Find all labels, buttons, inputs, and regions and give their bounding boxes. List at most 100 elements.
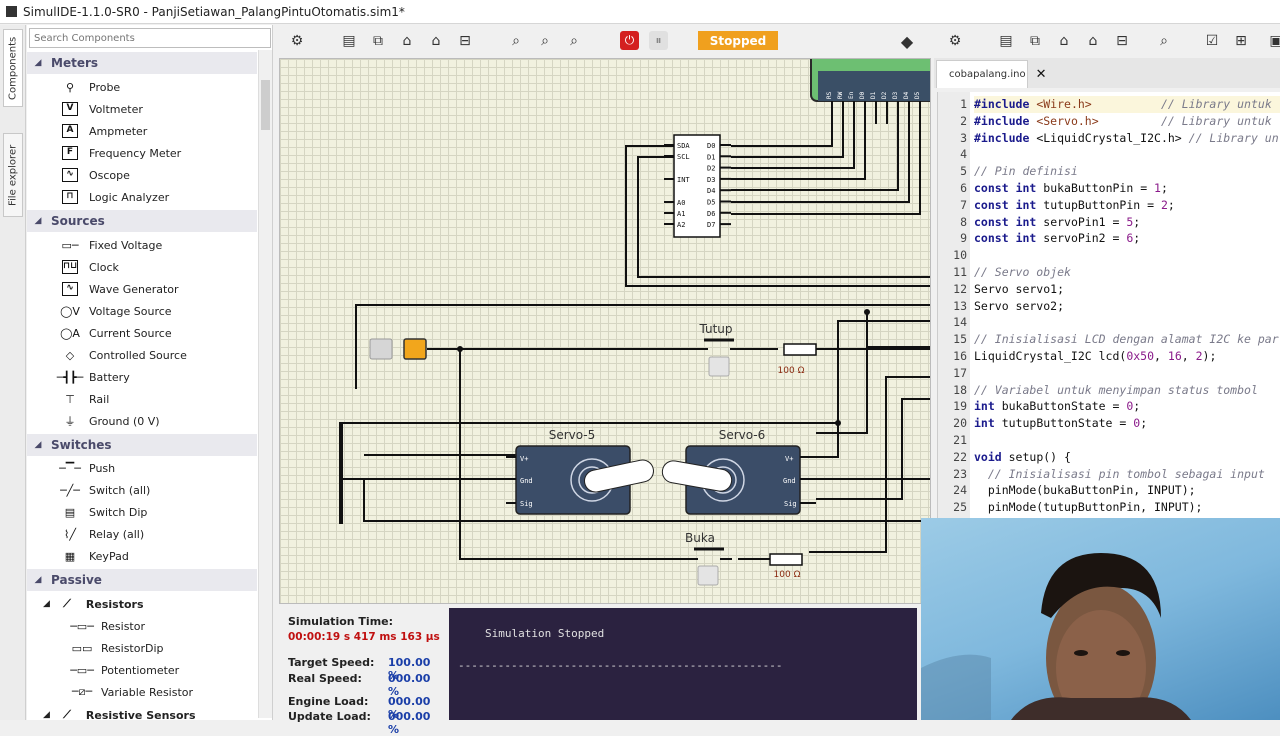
code-line[interactable]: int bukaButtonState = 0;: [974, 399, 1141, 414]
subgroup-resistive-sensors[interactable]: ◢⟋Resistive Sensors: [43, 708, 196, 722]
scrollbar-thumb[interactable]: [261, 80, 270, 130]
editor-save-icon[interactable]: ⌂: [1059, 33, 1069, 49]
line-number: 13: [953, 298, 967, 313]
code-line[interactable]: pinMode(tutupButtonPin, INPUT);: [974, 500, 1203, 515]
code-line[interactable]: LiquidCrystal_I2C lcd(0x50, 16, 2);: [974, 349, 1217, 363]
editor-upload-icon[interactable]: ⊞: [1235, 33, 1247, 49]
save-circuit-icon[interactable]: ⌂: [402, 33, 412, 49]
settings-gear-icon[interactable]: ⚙: [290, 33, 304, 49]
line-number: 4: [960, 147, 967, 162]
search-components-input[interactable]: [29, 28, 271, 48]
servo-6[interactable]: V+ Gnd Sig: [661, 445, 816, 515]
power-icon[interactable]: ⏻: [620, 31, 639, 50]
component-clock[interactable]: ⊓⊔Clock: [59, 257, 119, 277]
debug-icon[interactable]: ◆: [900, 31, 914, 51]
editor-find-icon[interactable]: ⌕: [1160, 33, 1168, 49]
component-rail[interactable]: ⊤Rail: [59, 389, 109, 409]
code-line[interactable]: // Inisialisasi LCD dengan alamat I2C ke…: [974, 332, 1279, 347]
code-line[interactable]: const int servoPin1 = 5;: [974, 214, 1141, 229]
component-ground[interactable]: ⏚Ground (0 V): [59, 411, 160, 431]
code-line[interactable]: #include <Wire.h> // Library untuk: [974, 96, 1280, 113]
code-line[interactable]: int tutupButtonState = 0;: [974, 416, 1148, 431]
rail-icon: ⊤: [65, 392, 75, 406]
code-line[interactable]: Servo servo2;: [974, 298, 1065, 313]
code-line[interactable]: void setup() {: [974, 449, 1071, 464]
editor-new-file-icon[interactable]: ▤: [999, 33, 1013, 49]
zoom-select-icon[interactable]: ⌕: [541, 33, 549, 49]
component-fixed-voltage[interactable]: ▭─Fixed Voltage: [59, 235, 162, 255]
console-separator: ----------------------------------------…: [458, 659, 783, 672]
code-line[interactable]: // Pin definisi: [974, 164, 1078, 179]
line-number: 1: [960, 97, 967, 111]
tab-file-explorer[interactable]: File explorer: [3, 133, 23, 217]
code-line[interactable]: #include <LiquidCrystal_I2C.h> // Librar…: [974, 130, 1279, 145]
collapse-arrow-icon: ◢: [34, 575, 42, 585]
code-line[interactable]: pinMode(bukaButtonPin, INPUT);: [974, 483, 1196, 498]
resistor-top[interactable]: [783, 343, 817, 356]
code-line[interactable]: const int tutupButtonPin = 2;: [974, 197, 1175, 212]
category-switches[interactable]: ◢Switches: [27, 434, 257, 456]
switch-orange[interactable]: [403, 338, 427, 360]
code-line[interactable]: #include <Servo.h> // Library untuk: [974, 113, 1272, 128]
component-switch-all[interactable]: ─╱─Switch (all): [60, 483, 151, 497]
component-push[interactable]: ─▔─Push: [59, 461, 116, 475]
category-sources[interactable]: ◢Sources: [27, 210, 257, 232]
save-as-icon[interactable]: ⌂: [431, 33, 441, 49]
subgroup-resistors[interactable]: ◢⟋Resistors: [43, 597, 144, 611]
svg-text:Sig: Sig: [784, 500, 797, 508]
component-wave-generator[interactable]: ∿Wave Generator: [59, 279, 179, 299]
component-logic-analyzer[interactable]: ⊓Logic Analyzer: [59, 187, 169, 207]
component-relay-all[interactable]: ⌇╱Relay (all): [59, 524, 144, 544]
editor-open-file-icon[interactable]: ⧉: [1030, 33, 1040, 49]
output-console[interactable]: Simulation Stopped ---------------------…: [449, 608, 917, 720]
editor-close-icon[interactable]: ⊟: [1116, 33, 1128, 49]
zoom-fit-icon[interactable]: ⌕: [512, 33, 520, 49]
zoom-one-icon[interactable]: ⌕: [570, 33, 578, 49]
component-variable-resistor[interactable]: ─⧄─Variable Resistor: [71, 685, 194, 699]
open-circuit-icon[interactable]: ⧉: [373, 33, 383, 49]
component-resistor[interactable]: ─▭─Resistor: [70, 619, 145, 633]
component-controlled-source[interactable]: ◇Controlled Source: [59, 345, 187, 365]
component-resistor-dip[interactable]: ▭▭ResistorDip: [71, 641, 164, 655]
code-line[interactable]: const int servoPin2 = 6;: [974, 231, 1141, 246]
pause-icon[interactable]: ⏸: [649, 31, 668, 50]
component-battery[interactable]: ─┫┣─Battery: [56, 370, 130, 384]
button-tutup[interactable]: [698, 338, 740, 377]
code-line[interactable]: Servo servo1;: [974, 281, 1065, 296]
close-tab-icon[interactable]: ✕: [1035, 67, 1047, 82]
new-circuit-icon[interactable]: ▤: [342, 33, 356, 49]
line-number: 25: [953, 500, 967, 515]
component-potentiometer[interactable]: ─▭─Potentiometer: [70, 663, 180, 677]
editor-save-as-icon[interactable]: ⌂: [1088, 33, 1098, 49]
code-line[interactable]: // Variabel untuk menyimpan status tombo…: [974, 382, 1258, 397]
code-line[interactable]: // Inisialisasi pin tombol sebagai input: [987, 466, 1265, 481]
resistor-bottom[interactable]: [769, 553, 803, 566]
category-passive[interactable]: ◢Passive: [27, 569, 257, 591]
component-probe[interactable]: ⚲Probe: [59, 77, 120, 97]
code-line[interactable]: // Servo objek: [974, 265, 1071, 279]
editor-compile-icon[interactable]: ☑: [1205, 33, 1219, 49]
component-switch-dip[interactable]: ▤Switch Dip: [59, 502, 148, 522]
editor-settings-gear-icon[interactable]: ⚙: [948, 33, 962, 49]
tab-components[interactable]: Components: [3, 29, 23, 107]
code-line[interactable]: const int bukaButtonPin = 1;: [974, 181, 1168, 195]
editor-debug-icon[interactable]: ▣: [1269, 33, 1280, 49]
category-meters[interactable]: ◢Meters: [27, 52, 257, 74]
component-keypad[interactable]: ▦KeyPad: [59, 546, 129, 566]
servo-5[interactable]: V+ Gnd Sig: [506, 445, 656, 515]
export-icon[interactable]: ⊟: [459, 33, 471, 49]
components-scrollbar[interactable]: [258, 50, 272, 718]
component-oscope[interactable]: ∿Oscope: [59, 165, 130, 185]
switch-grey[interactable]: [369, 338, 393, 360]
button-buka[interactable]: [688, 547, 732, 586]
tab-cobapalang-ino[interactable]: cobapalang.ino ✕: [936, 60, 1046, 88]
